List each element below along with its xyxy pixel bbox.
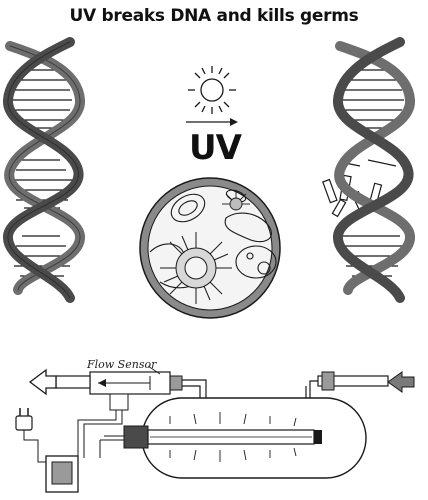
- outlet-pipe: [55, 375, 91, 389]
- sensor-switch-box: [109, 393, 129, 411]
- uv-label: UV: [189, 128, 242, 168]
- sun-icon: [188, 66, 236, 114]
- flow-sensor-label: Flow Sensor: [87, 358, 157, 371]
- virus-shape: [160, 232, 232, 304]
- wiring: [23, 410, 124, 463]
- flow-out-arrow-icon: [28, 368, 57, 396]
- uv-rays: [169, 412, 297, 462]
- uv-sterilizer-system: [15, 365, 389, 493]
- lamp-end-tip: [314, 430, 322, 444]
- dna-rungs-right: [340, 69, 404, 277]
- power-plug-icon: [15, 408, 33, 431]
- inlet-fitting: [321, 371, 335, 391]
- ballast-box-icon: [45, 455, 79, 493]
- dna-helix-intact: [3, 37, 85, 303]
- flow-in-arrow-icon: [387, 371, 415, 393]
- uv-direction-arrow: [186, 118, 238, 126]
- dna-helix-broken: [322, 37, 415, 303]
- diagram-title: UV breaks DNA and kills germs: [69, 6, 359, 26]
- lamp-end-cap: [123, 425, 149, 449]
- spore-shape: [222, 190, 250, 211]
- outlet-fitting: [169, 375, 183, 391]
- dna-rungs-left: [12, 69, 72, 277]
- germ-circle: [139, 177, 281, 319]
